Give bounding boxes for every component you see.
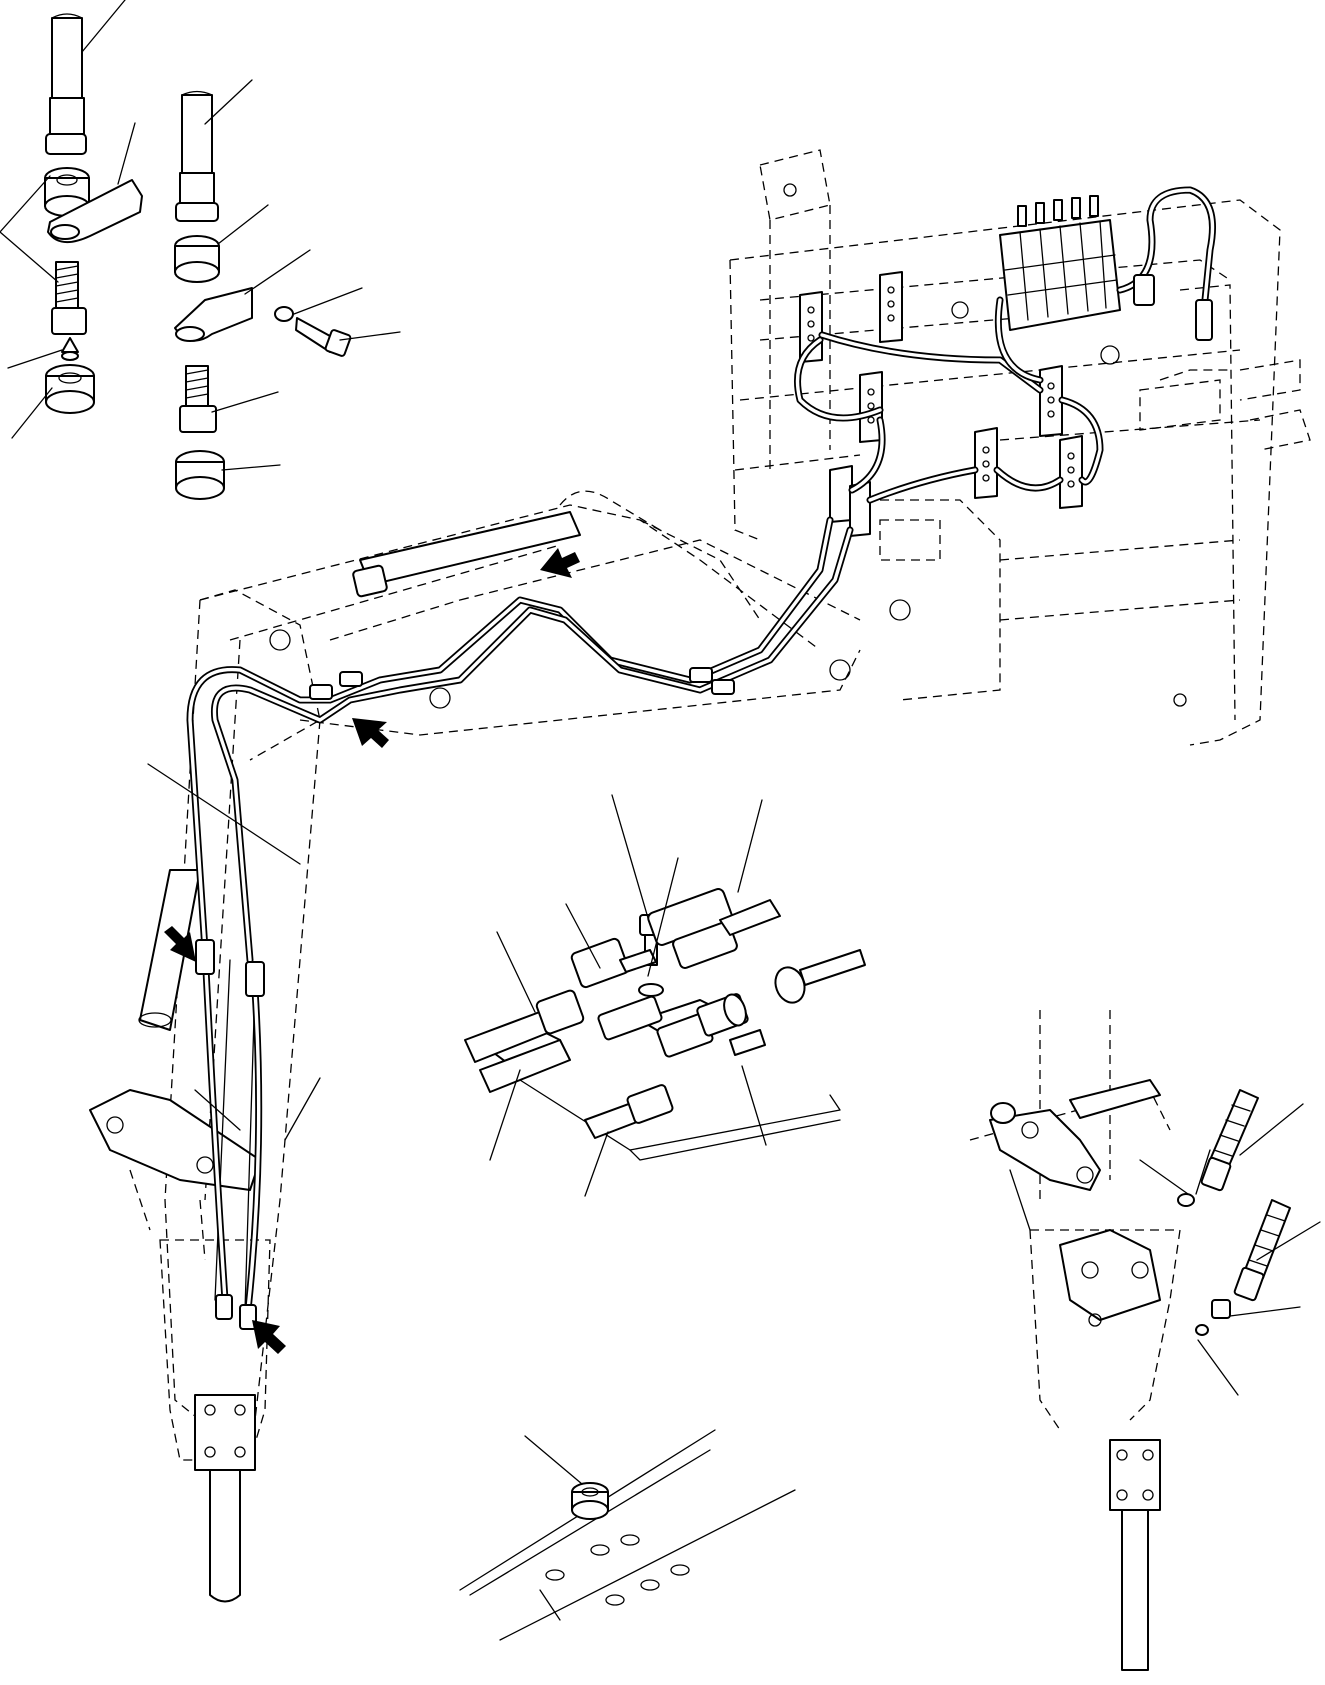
leader-6 (204, 79, 253, 125)
breaker-hoses (186, 516, 854, 1330)
leader-30 (1197, 1339, 1239, 1396)
leader-23 (741, 1065, 767, 1146)
leader-9 (293, 287, 363, 315)
leader-27 (1239, 1103, 1304, 1156)
leader-20 (496, 931, 536, 1013)
detail-clamp-block (464, 888, 866, 1161)
leader-12 (221, 464, 281, 471)
detail-plug-plate (459, 1429, 796, 1641)
leader-28 (1256, 1221, 1321, 1261)
leader-24 (524, 1435, 583, 1485)
leader-7 (217, 204, 269, 245)
leader-2 (0, 175, 59, 283)
leader-11 (211, 391, 279, 413)
leader-3 (117, 122, 136, 185)
leader-16 (611, 794, 649, 919)
leader-18 (737, 799, 763, 893)
leader-5 (11, 387, 53, 439)
direction-arrows (164, 548, 580, 1354)
leader-17 (647, 857, 679, 977)
arm (89, 599, 321, 1603)
arrow-boom-top (540, 548, 580, 578)
arrow-boom-joint (352, 718, 389, 748)
hose-clamp-brackets (799, 271, 1083, 537)
boom (199, 490, 861, 761)
leader-26 (1139, 1159, 1189, 1195)
detail-hammer-connection (969, 1010, 1291, 1671)
leader-21 (489, 1069, 521, 1161)
leader-15 (284, 1077, 321, 1141)
control-valve-bank (999, 186, 1216, 341)
leader-19 (565, 903, 601, 969)
leader-14 (194, 1089, 241, 1131)
chassis-hoses (794, 296, 1104, 504)
leader-22 (584, 1131, 609, 1197)
leader-13 (147, 763, 301, 865)
leader-4 (7, 349, 63, 369)
leader-29 (1229, 1306, 1301, 1317)
arrow-arm-fitting (164, 926, 196, 962)
detail-fitting-bracket-a (44, 13, 143, 414)
arrow-breaker-fitting (252, 1320, 286, 1354)
detail-fitting-bracket-b (174, 90, 352, 500)
leader-1 (81, 0, 126, 53)
leader-lines (0, 0, 1321, 1485)
leader-10 (339, 331, 401, 341)
leader-8 (244, 249, 311, 295)
leader-25 (1195, 1149, 1211, 1195)
